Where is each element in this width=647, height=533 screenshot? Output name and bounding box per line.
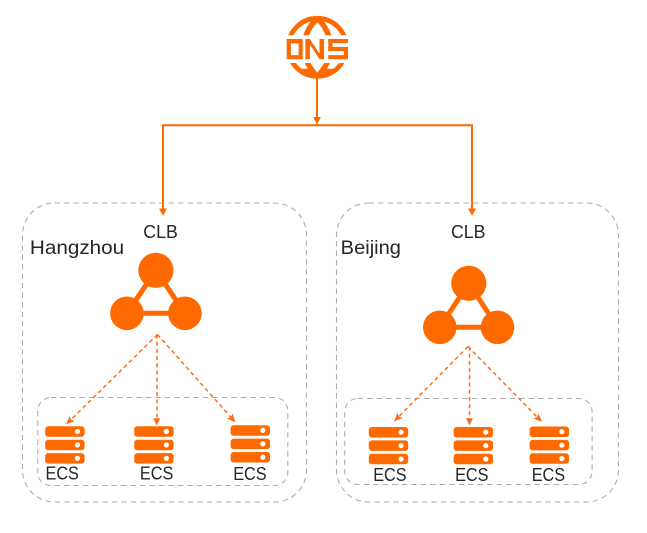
svg-text:ECS: ECS (46, 463, 79, 484)
svg-text:ECS: ECS (140, 463, 173, 484)
svg-text:ECS: ECS (532, 464, 565, 485)
svg-text:Hangzhou: Hangzhou (30, 237, 124, 259)
svg-text:Beijing: Beijing (341, 237, 401, 259)
svg-text:ECS: ECS (373, 464, 406, 485)
svg-text:CLB: CLB (143, 222, 178, 242)
svg-text:ECS: ECS (455, 464, 488, 485)
svg-text:ECS: ECS (233, 463, 266, 484)
svg-text:CLB: CLB (451, 222, 486, 242)
